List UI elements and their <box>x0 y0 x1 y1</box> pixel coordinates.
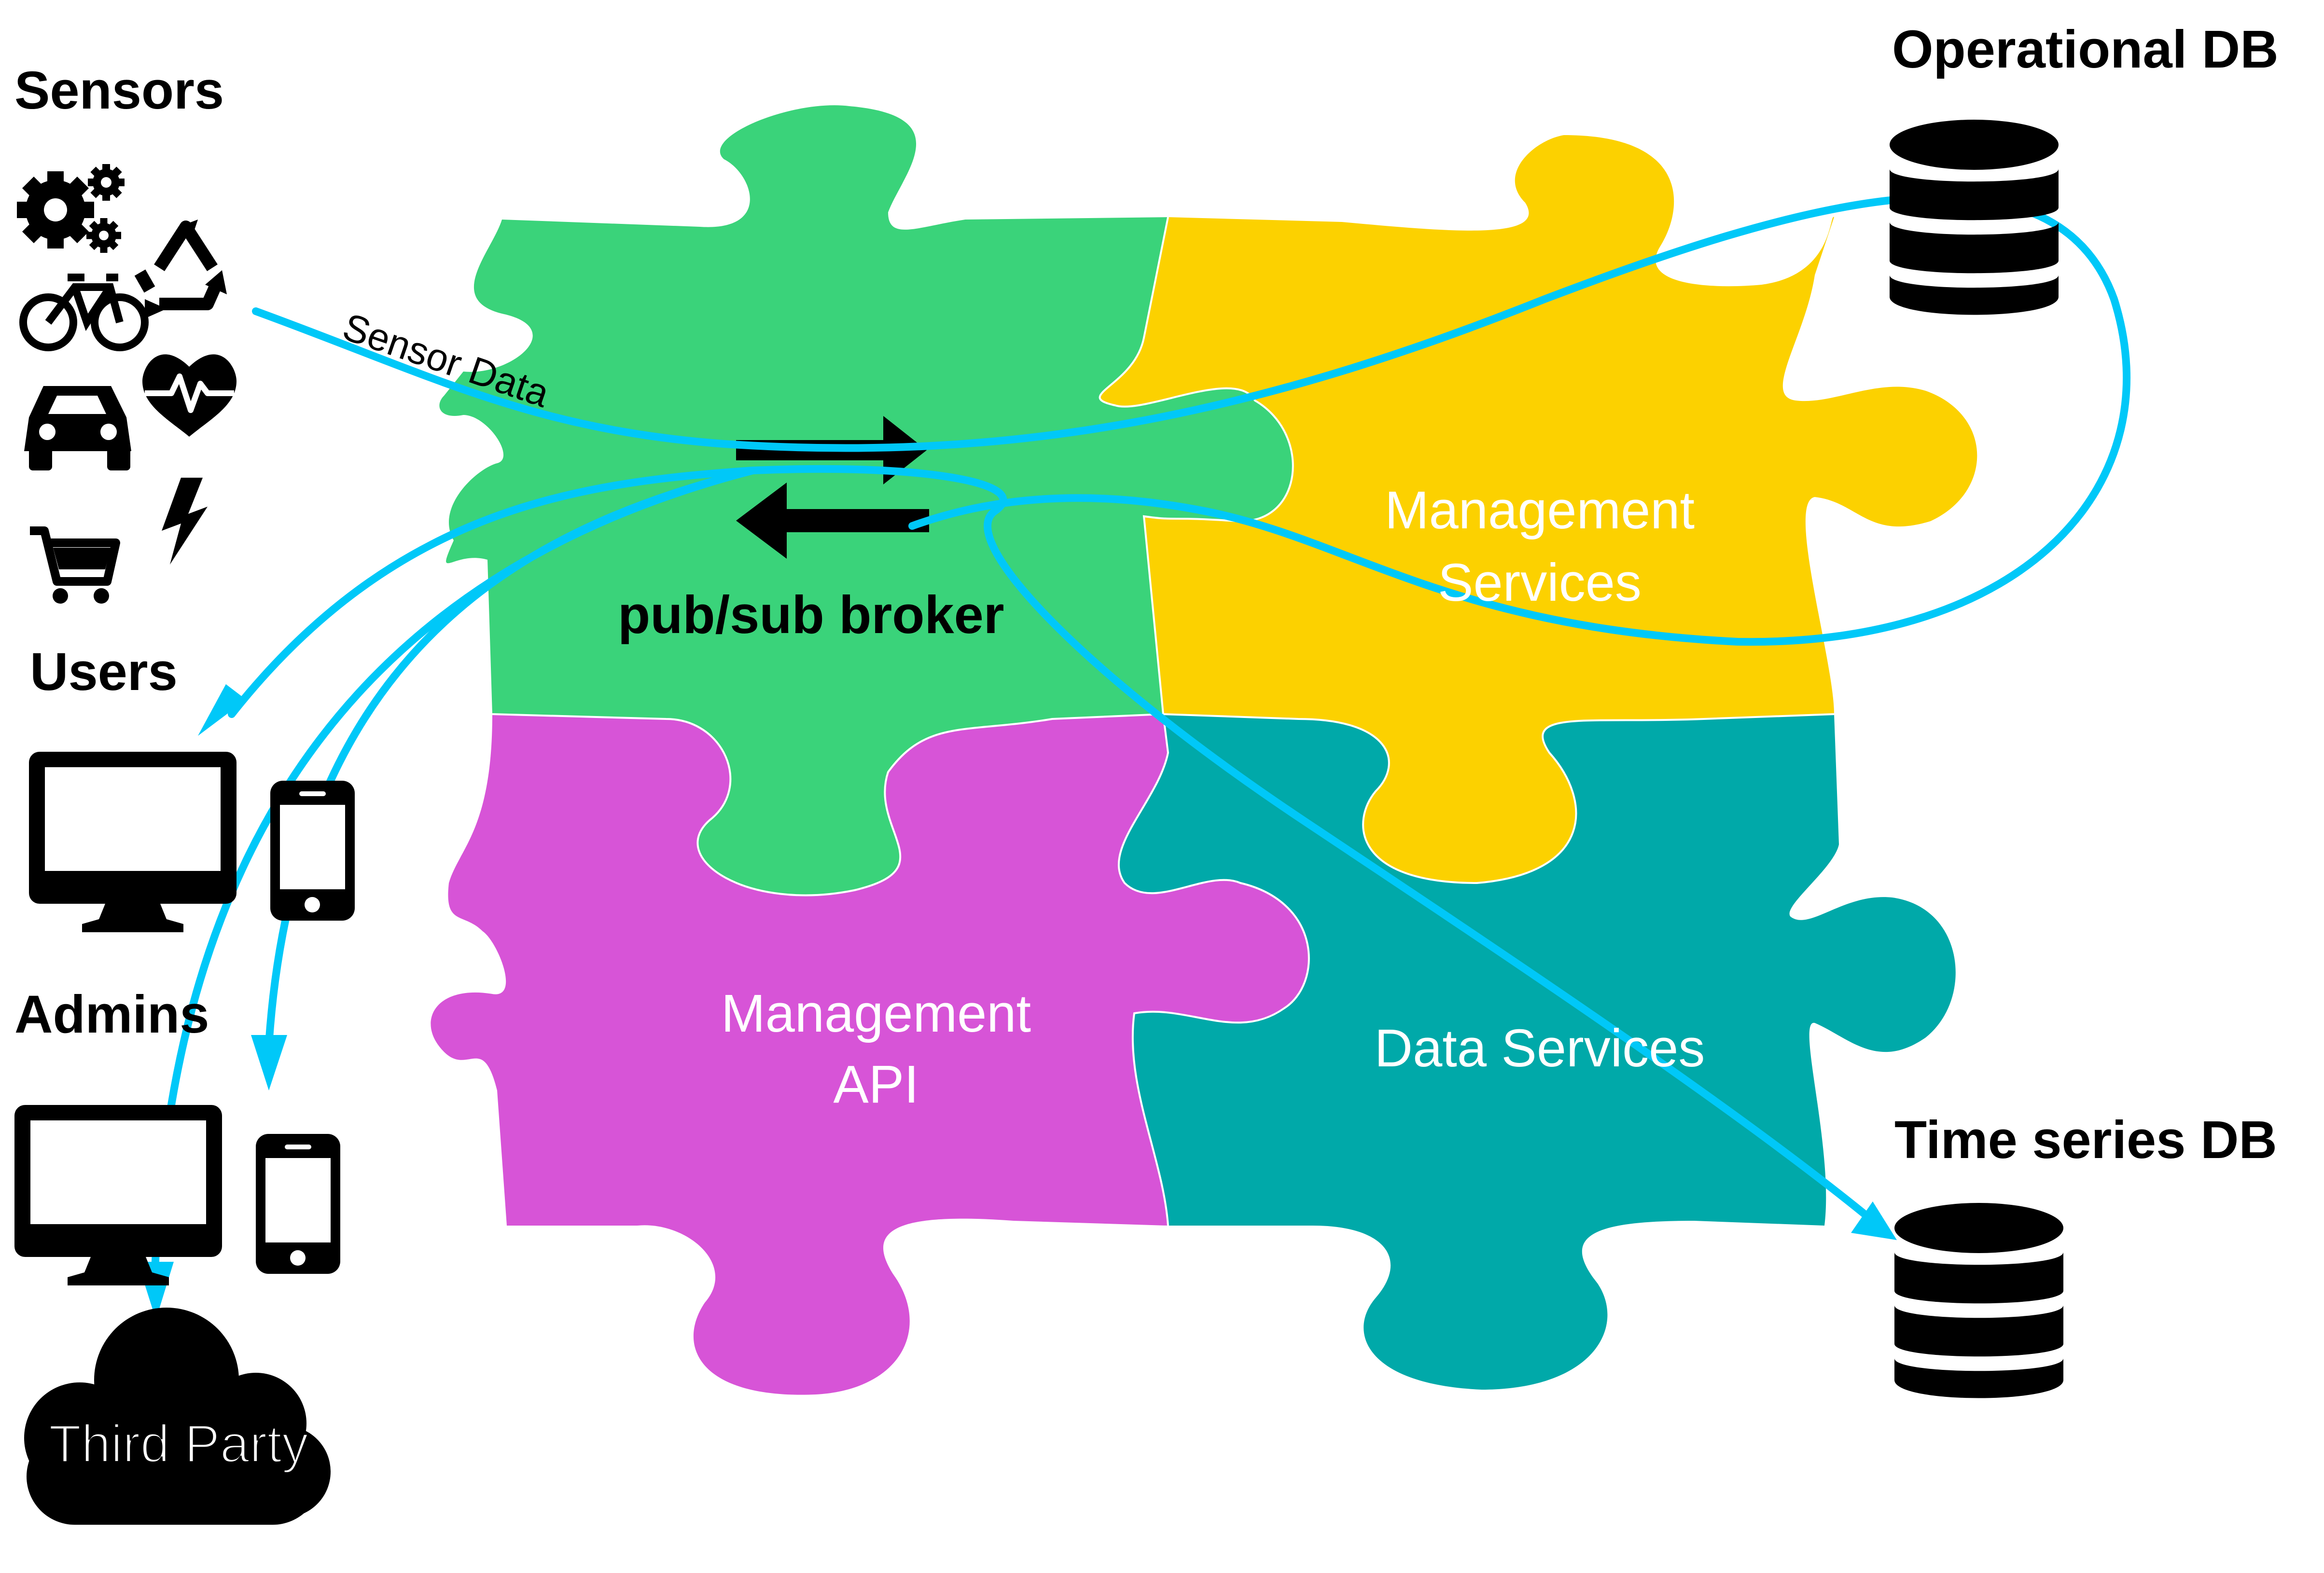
admins-arrowhead <box>251 1035 287 1090</box>
broker-to-third-party-flow <box>151 467 757 1292</box>
recycle-icon <box>134 220 227 318</box>
users-smartphone-icon <box>270 781 355 921</box>
management-services-label-line1: Management <box>1385 481 1695 540</box>
broker-piece <box>439 105 1293 896</box>
lightning-icon <box>162 478 208 565</box>
admins-smartphone-icon <box>256 1134 340 1274</box>
broker-to-users-flow <box>228 467 757 718</box>
management-api-label-line1: Management <box>721 984 1031 1043</box>
cloud-icon <box>24 1308 331 1525</box>
users-heading: Users <box>30 642 178 702</box>
left-arrow-icon <box>736 483 929 559</box>
piece-seams <box>492 217 1835 1226</box>
management-services-piece <box>1099 135 1977 883</box>
management-api-label-line2: API <box>833 1055 918 1114</box>
management-api-piece <box>431 714 1309 1395</box>
management-services-label-line2: Services <box>1438 553 1642 612</box>
time-series-db-heading: Time series DB <box>1894 1110 2277 1170</box>
broker-to-time-series-db-flow <box>749 465 1877 1225</box>
car-icon <box>24 386 131 470</box>
operational-db-database-icon <box>1890 120 2059 315</box>
shopping-cart-icon <box>30 526 120 604</box>
third-party-label: Third Party <box>49 1414 308 1474</box>
operational-db-heading: Operational DB <box>1892 20 2279 79</box>
users-desktop-monitor-icon <box>29 752 237 932</box>
time-series-db-database-icon <box>1894 1203 2063 1398</box>
gears-icon <box>17 164 125 253</box>
heart-rate-icon <box>142 354 237 437</box>
sensor-to-operational-db-flow <box>252 193 2130 646</box>
admins-heading: Admins <box>14 985 209 1044</box>
users-arrowhead <box>198 684 246 736</box>
sensors-heading: Sensors <box>14 61 224 120</box>
admins-desktop-monitor-icon <box>14 1105 222 1285</box>
data-services-label: Data Services <box>1375 1019 1705 1078</box>
time-series-db-arrowhead <box>1851 1201 1897 1240</box>
broker-label: pub/sub broker <box>618 585 1004 645</box>
data-services-piece <box>1118 714 1956 1390</box>
bicycle-icon <box>19 274 149 351</box>
